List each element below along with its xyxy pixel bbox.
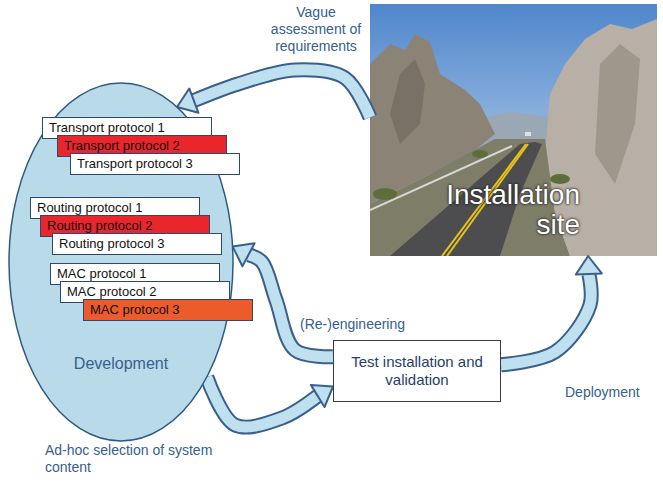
- node-text: Routing protocol 2: [41, 217, 159, 236]
- arrow-head: [233, 243, 255, 266]
- arrow-body: [194, 70, 370, 118]
- node-text: Test installation and validation: [342, 353, 492, 389]
- protocol-box: Transport protocol 3: [70, 153, 240, 175]
- node-text: Transport protocol 3: [71, 155, 199, 174]
- arrow-body: [248, 255, 333, 357]
- arrow-label-holder: Deployment: [565, 384, 660, 401]
- sky: [370, 4, 657, 256]
- ellipse-shape: [9, 83, 233, 441]
- node-text: MAC protocol 1: [51, 265, 153, 284]
- process-box: Test installation and validation: [333, 340, 501, 402]
- arrow-label: Vague assessment of requirements: [262, 4, 370, 55]
- arrow-label-holder: (Re-)engineering: [300, 316, 430, 333]
- site-photo-frame: Installation site: [370, 4, 657, 256]
- arrow-outline: [194, 70, 370, 118]
- site-photo-illustration: [370, 4, 657, 256]
- block-arrow: [177, 70, 370, 118]
- development-ellipse: DevelopmentTransport protocol 1Transport…: [8, 82, 234, 442]
- node-text: Routing protocol 3: [53, 235, 171, 254]
- arrow-head: [311, 385, 333, 407]
- rock-shade: [595, 44, 640, 184]
- arrow-label: Deployment: [565, 384, 660, 401]
- shrub: [472, 150, 488, 158]
- arrow-outline: [207, 377, 318, 427]
- block-arrow: [207, 377, 333, 427]
- protocol-box: Routing protocol 3: [52, 233, 222, 255]
- shrub: [373, 188, 397, 200]
- arrow-label: (Re-)engineering: [300, 316, 430, 333]
- node-text: Routing protocol 1: [31, 199, 149, 218]
- arrow-outline: [248, 255, 333, 357]
- arrow-outline: [501, 274, 591, 365]
- arrow-body: [207, 377, 318, 427]
- node-text: Installation site: [400, 180, 580, 240]
- arrow-head: [576, 256, 602, 274]
- node-text: Transport protocol 1: [43, 119, 171, 138]
- node-text: Development: [8, 354, 234, 373]
- rock-shade: [390, 59, 425, 144]
- arrow-body: [501, 274, 591, 365]
- arrow-label: Ad-hoc selection of system content: [45, 442, 230, 476]
- node-text: Transport protocol 2: [58, 137, 186, 156]
- block-arrow: [501, 256, 602, 365]
- arrow-label-holder: Ad-hoc selection of system content: [45, 442, 230, 476]
- vehicle: [525, 132, 531, 136]
- node-text: MAC protocol 2: [61, 283, 163, 302]
- protocol-box: MAC protocol 3: [83, 299, 253, 321]
- node-text: MAC protocol 3: [84, 301, 186, 320]
- arrow-label-holder: Vague assessment of requirements: [262, 4, 370, 55]
